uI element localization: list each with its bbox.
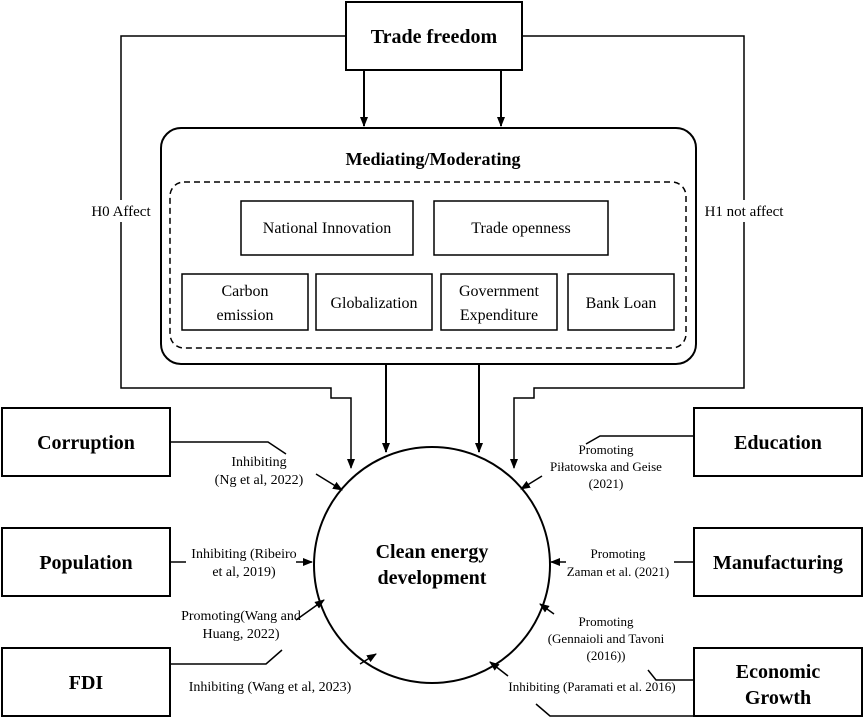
clean-energy-label-line2: development xyxy=(378,567,487,589)
growth-inhibiting-arrow xyxy=(489,661,509,677)
corruption-arrow xyxy=(315,473,343,491)
manufacturing-box xyxy=(693,527,863,597)
growth-inhibiting-connector xyxy=(535,703,694,717)
mediating-title: Mediating/Moderating xyxy=(346,149,521,169)
h1-path xyxy=(510,35,745,469)
h1-label: H1 not affect xyxy=(705,204,785,220)
education-connector xyxy=(585,435,694,445)
h0-label: H0 Affect xyxy=(91,204,151,220)
economic-growth-label-line1: Economic xyxy=(736,661,821,683)
h0-label-bg xyxy=(76,200,166,222)
fdi-promoting-label-line1: Promoting(Wang and xyxy=(181,609,301,624)
globalization-box xyxy=(315,273,433,331)
education-edge-label-line1: Promoting xyxy=(579,442,634,457)
carbon-emission-label-line1: Carbon xyxy=(221,283,268,300)
fdi-promoting-arrow xyxy=(295,599,325,621)
fdi-promoting-label-line2: Huang, 2022) xyxy=(203,627,280,642)
corruption-label: Corruption xyxy=(37,432,135,454)
mediators-dashed-group xyxy=(169,181,687,349)
globalization-label: Globalization xyxy=(330,295,417,312)
fdi-inhibiting-label: Inhibiting (Wang et al, 2023) xyxy=(189,680,352,695)
h1-label-bg xyxy=(695,200,795,222)
fdi-inhibiting-arrow xyxy=(359,653,377,665)
growth-promoting-connector xyxy=(647,669,694,681)
trade-freedom-label: Trade freedom xyxy=(371,26,498,48)
fdi-promoting-connector xyxy=(170,649,283,665)
population-label: Population xyxy=(39,552,132,574)
fdi-box xyxy=(1,647,171,717)
population-box xyxy=(1,527,171,597)
education-label: Education xyxy=(734,432,822,454)
corruption-edge-label-line2: (Ng et al, 2022) xyxy=(215,473,304,488)
education-edge-label-line2: Piłatowska and Geise xyxy=(550,459,662,474)
growth-promoting-label-line2: (Gennaioli and Tavoni xyxy=(548,631,665,646)
manufacturing-edge-label-line2: Zaman et al. (2021) xyxy=(567,564,670,579)
clean-energy-label-line1: Clean energy xyxy=(376,541,489,563)
growth-promoting-label-line1: Promoting xyxy=(579,614,634,629)
economic-growth-box xyxy=(693,647,863,717)
bank-loan-label: Bank Loan xyxy=(586,295,657,312)
trade-freedom-box xyxy=(345,1,523,71)
clean-energy-circle xyxy=(313,446,551,684)
national-innovation-box xyxy=(240,200,414,256)
manufacturing-label: Manufacturing xyxy=(713,552,843,574)
economic-growth-label-line2: Growth xyxy=(745,687,811,709)
growth-promoting-label-line3: (2016)) xyxy=(587,648,626,663)
population-edge-label-line2: et al, 2019) xyxy=(212,565,276,580)
corruption-connector xyxy=(170,441,287,455)
population-edge-label-line1: Inhibiting (Ribeiro xyxy=(191,547,296,562)
h0-path xyxy=(120,35,355,469)
government-expenditure-label-line2: Expenditure xyxy=(460,307,538,324)
education-box xyxy=(693,407,863,477)
growth-inhibiting-label: Inhibiting (Paramati et al. 2016) xyxy=(508,679,675,694)
government-expenditure-label-line1: Government xyxy=(459,283,540,300)
national-innovation-label: National Innovation xyxy=(263,220,391,237)
carbon-emission-label-line2: emission xyxy=(217,307,274,324)
bank-loan-box xyxy=(567,273,675,331)
education-arrow xyxy=(520,475,543,490)
trade-openness-label: Trade openness xyxy=(471,220,570,237)
trade-openness-box xyxy=(433,200,609,256)
manufacturing-edge-label-line1: Promoting xyxy=(591,546,646,561)
carbon-emission-box xyxy=(181,273,309,331)
growth-promoting-arrow xyxy=(539,603,555,615)
fdi-label: FDI xyxy=(69,672,104,694)
education-edge-label-line3: (2021) xyxy=(589,476,624,491)
corruption-edge-label-line1: Inhibiting xyxy=(231,455,286,470)
government-expenditure-box xyxy=(440,273,558,331)
